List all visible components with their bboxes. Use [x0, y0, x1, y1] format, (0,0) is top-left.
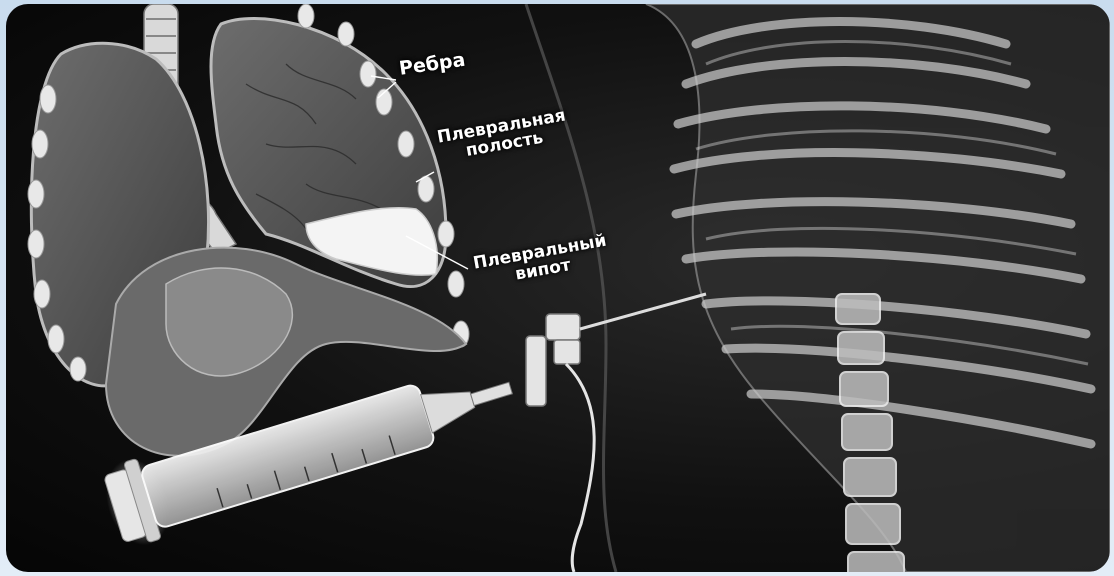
- xray-torso: [526, 4, 1110, 572]
- stopcock: [526, 314, 580, 406]
- needle: [580, 294, 706, 329]
- illustration-graphic: [6, 4, 1110, 572]
- medical-illustration: Ребра Плевральная полость Плевральный ви…: [6, 4, 1110, 572]
- drain-tube: [566, 364, 594, 572]
